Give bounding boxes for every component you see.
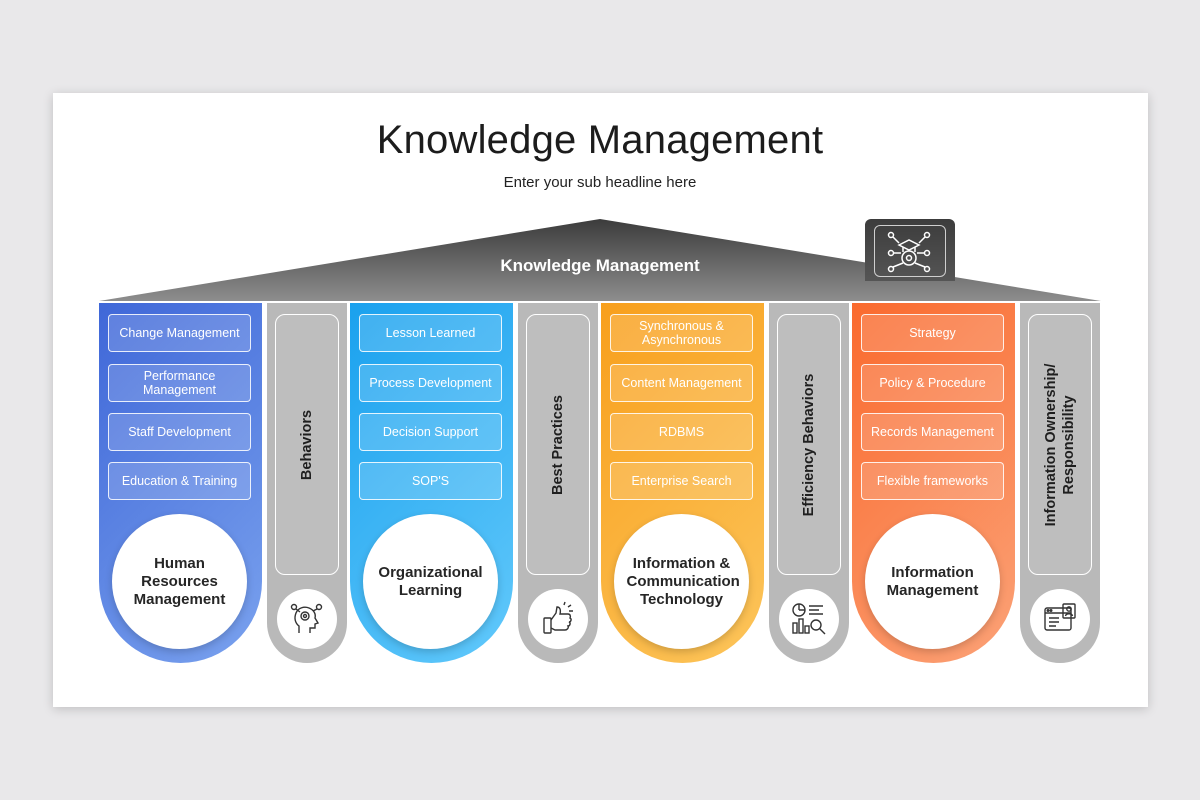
gray-pillar-label-box: Best Practices — [526, 314, 590, 575]
gray-pillar-label: Best Practices — [550, 394, 566, 495]
pillar-information-management: Strategy Policy & Procedure Records Mana… — [852, 303, 1015, 663]
data-analysis-icon — [792, 603, 826, 635]
pillar-item: Records Management — [861, 413, 1004, 451]
pillar-item: Content Management — [610, 364, 753, 402]
pillar-title: Organizational Learning — [378, 563, 483, 599]
profile-document-icon — [1044, 603, 1076, 631]
pillar-item: Education & Training — [108, 462, 251, 500]
pillar-item: Flexible frameworks — [861, 462, 1004, 500]
pillar-item: Change Management — [108, 314, 251, 352]
pillar-item: Strategy — [861, 314, 1004, 352]
gray-pillar-best-practices: Best Practices — [518, 303, 598, 663]
gray-pillar-label-box: Behaviors — [275, 314, 339, 575]
gray-pillar-icon-circle — [277, 589, 337, 649]
gray-pillar-information-ownership: Information Ownership/ Responsibility — [1020, 303, 1100, 663]
pillar-item: Staff Development — [108, 413, 251, 451]
pillar-organizational-learning: Lesson Learned Process Development Decis… — [350, 303, 513, 663]
pillar-title: Information & Communication Technology — [626, 554, 740, 608]
pillar-item: Decision Support — [359, 413, 502, 451]
gray-pillar-icon-circle — [1030, 589, 1090, 649]
pillar-title-circle: Information Management — [865, 514, 1000, 649]
pillar-title: Information Management — [886, 563, 979, 599]
pillar-title: Human Resources Management — [133, 554, 226, 608]
gray-pillar-icon-circle — [779, 589, 839, 649]
chimney — [865, 219, 955, 281]
graduation-cap-gear-network-icon — [887, 231, 931, 273]
gray-pillar-label-box: Efficiency Behaviors — [777, 314, 841, 575]
pillar-item: SOP'S — [359, 462, 502, 500]
gray-pillar-label: Information Ownership/ Responsibility — [1043, 363, 1077, 526]
gray-pillar-efficiency-behaviors: Efficiency Behaviors — [769, 303, 849, 663]
roof-label: Knowledge Management — [500, 256, 700, 275]
pillar-item: Synchronous & Asynchronous — [610, 314, 753, 352]
page-subtitle: Enter your sub headline here — [503, 174, 697, 191]
pillar-item: Policy & Procedure — [861, 364, 1004, 402]
gray-pillar-label: Behaviors — [299, 409, 315, 480]
head-thinking-icon — [290, 603, 323, 633]
pillar-human-resources: Change Management Performance Management… — [99, 303, 262, 663]
pillar-item: Lesson Learned — [359, 314, 502, 352]
gray-pillar-label-box: Information Ownership/ Responsibility — [1028, 314, 1092, 575]
gray-pillar-behaviors: Behaviors — [267, 303, 347, 663]
thumbs-up-icon — [543, 601, 573, 634]
pillar-title-circle: Organizational Learning — [363, 514, 498, 649]
gray-pillar-label: Efficiency Behaviors — [801, 373, 817, 516]
pillar-ict: Synchronous & Asynchronous Content Manag… — [601, 303, 764, 663]
gray-pillar-icon-circle — [528, 589, 588, 649]
pillar-item: Enterprise Search — [610, 462, 753, 500]
pillar-title-circle: Information & Communication Technology — [614, 514, 749, 649]
pillar-title-circle: Human Resources Management — [112, 514, 247, 649]
pillar-item: Performance Management — [108, 364, 251, 402]
page-title: Knowledge Management — [376, 118, 824, 162]
pillar-item: RDBMS — [610, 413, 753, 451]
pillar-item: Process Development — [359, 364, 502, 402]
